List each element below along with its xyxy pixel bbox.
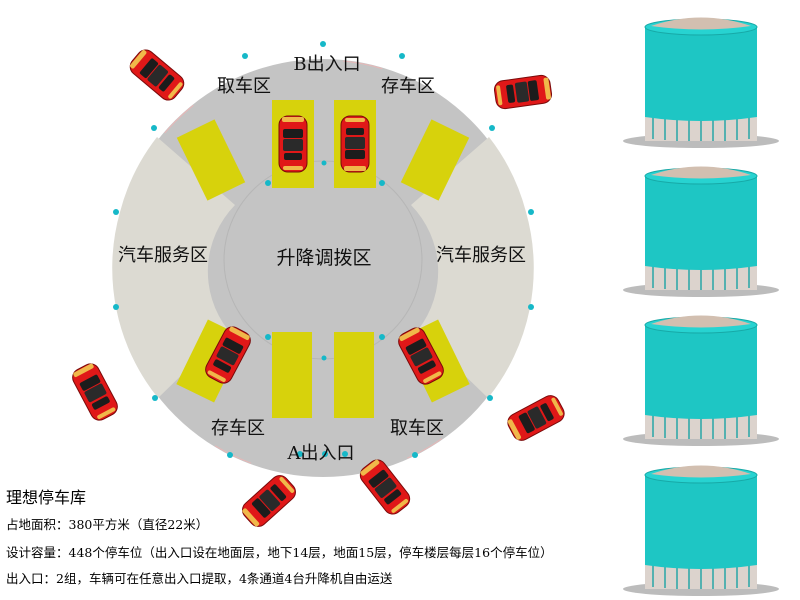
lift-dispatch-label: 升降调拨区 <box>276 247 371 269</box>
parking-tower-icon <box>622 165 780 298</box>
info-area: 占地面积：380平方米（直径22米） <box>6 517 209 532</box>
pickup-zone-top-label: 取车区 <box>217 76 271 97</box>
parking-tower-icon <box>622 314 780 447</box>
parking-pad <box>334 332 374 418</box>
info-entrances: 出入口：2组，车辆可在任意出入口提取，4条通道4台升降机自由运送 <box>6 571 393 586</box>
lift-dispatch-hub <box>223 160 423 360</box>
parking-tower-icon <box>622 16 780 149</box>
storage-zone-bottom-label: 存车区 <box>211 418 265 439</box>
info-capacity: 设计容量：448个停车位（出入口设在地面层，地下14层，地面15层，停车楼层每层… <box>6 545 553 560</box>
parking-tower-icon <box>622 464 780 597</box>
entrance-b-label: B出入口 <box>293 54 360 75</box>
car-icon <box>492 73 554 111</box>
parking-pad <box>400 119 470 201</box>
info-title: 理想停车库 <box>6 488 87 507</box>
car-icon <box>126 45 188 105</box>
car-icon <box>238 471 300 531</box>
storage-zone-top-label: 存车区 <box>381 76 435 97</box>
car-icon <box>504 391 568 445</box>
car-icon <box>340 115 370 173</box>
parking-pad <box>176 119 246 201</box>
car-icon <box>68 360 122 424</box>
marker-dots <box>113 41 534 458</box>
service-area-right-label: 汽车服务区 <box>436 245 526 266</box>
car-icon <box>278 115 308 173</box>
entrance-a-label: A出入口 <box>287 443 355 464</box>
pickup-zone-bottom-label: 取车区 <box>390 418 444 439</box>
service-area-left-label: 汽车服务区 <box>118 245 208 266</box>
parking-pad <box>272 332 312 418</box>
